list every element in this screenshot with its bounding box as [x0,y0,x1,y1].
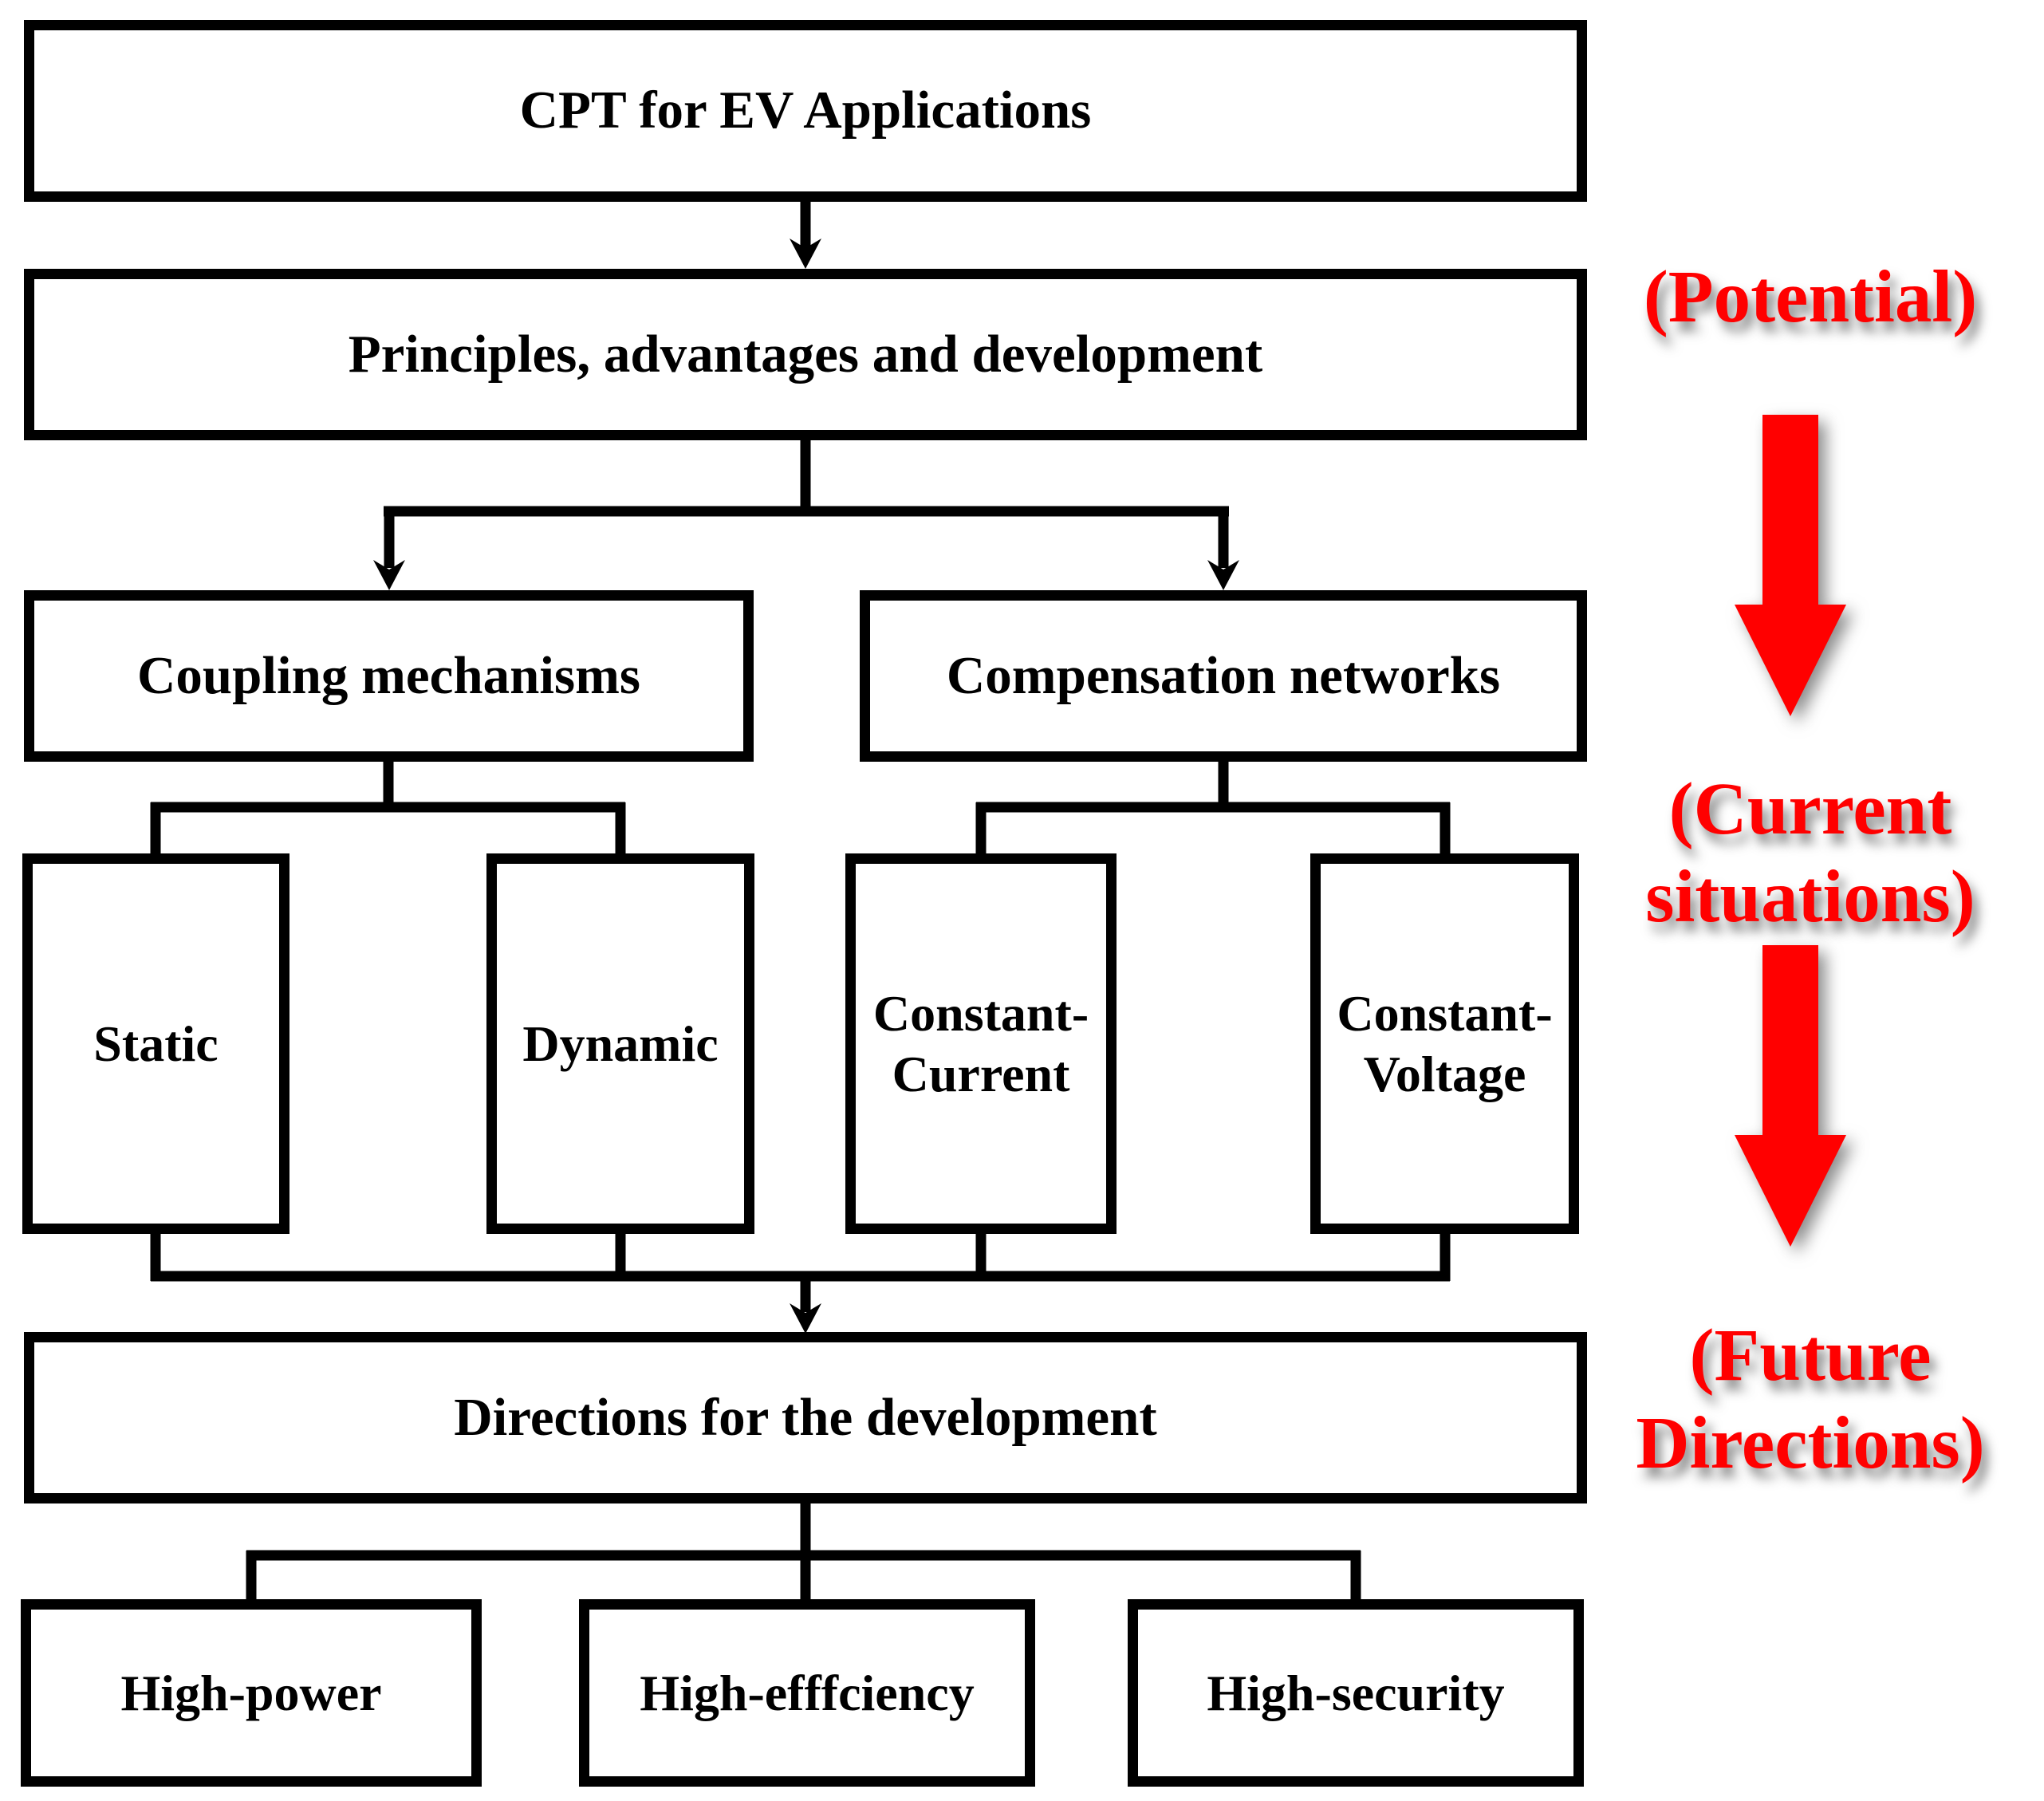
node-label: Directions for the development [454,1387,1157,1447]
red-down-arrow-icon [1735,945,1846,1247]
node-label: CPT for EV Applications [519,81,1092,140]
connector-root-to-principles [790,202,821,269]
node-label: High-efffciency [640,1664,975,1721]
node-static: Static [22,853,289,1234]
connector-principles-split [373,440,1239,590]
node-label: Constant-Current [872,984,1089,1102]
node-high-security: High-security [1128,1599,1584,1787]
node-label: High-power [120,1664,382,1721]
node-principles-advantages-development: Principles, advantages and development [24,269,1587,440]
node-label: Static [93,1015,219,1072]
connector-coupling-split [150,762,626,855]
node-constant-current: Constant-Current [845,853,1117,1234]
node-dynamic: Dynamic [486,853,754,1234]
annotation-current-situations: (Current situations) [1645,768,1975,938]
node-high-efficiency: High-efffciency [579,1599,1035,1787]
annotation-potential: (Potential) [1643,256,1978,338]
node-directions-for-development: Directions for the development [24,1332,1587,1503]
node-coupling-mechanisms: Coupling mechanisms [24,590,754,762]
node-label: Compensation networks [946,645,1501,705]
node-cpt-for-ev-applications: CPT for EV Applications [24,20,1587,202]
connector-merge-to-directions [150,1232,1451,1334]
connector-compensation-split [975,762,1451,855]
node-label: Constant-Voltage [1337,984,1553,1102]
node-compensation-networks: Compensation networks [860,590,1587,762]
node-label: Dynamic [522,1015,719,1072]
node-label: Coupling mechanisms [136,645,641,705]
node-constant-voltage: Constant-Voltage [1310,853,1579,1234]
annotation-future-directions: (Future Directions) [1636,1314,1985,1484]
node-label: Principles, advantages and development [348,324,1263,384]
node-label: High-security [1207,1664,1505,1721]
connector-directions-split [246,1503,1361,1601]
red-down-arrow-icon [1735,415,1846,716]
node-high-power: High-power [21,1599,482,1787]
